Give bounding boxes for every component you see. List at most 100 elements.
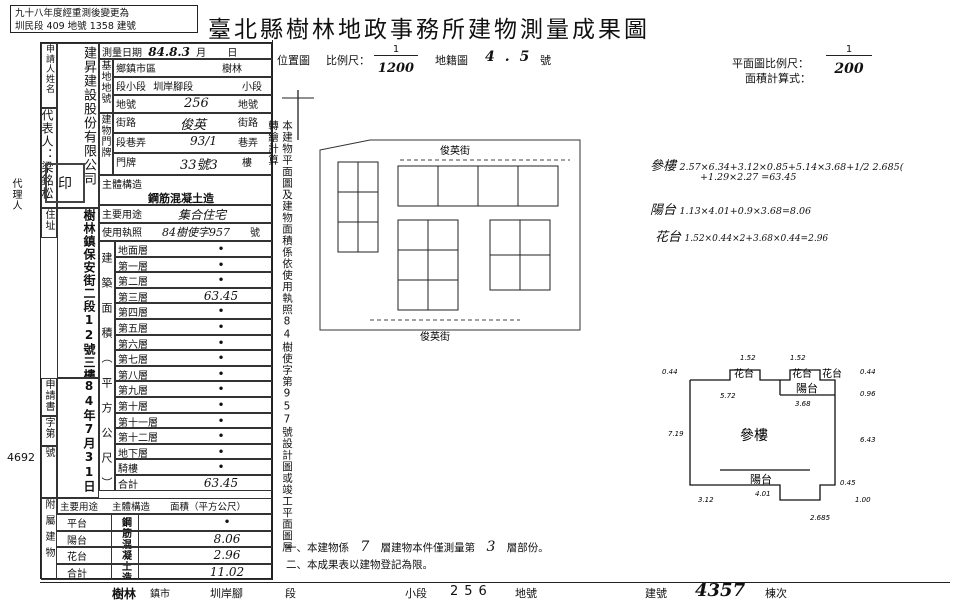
calc1-text: 2.57×6.34+3.12×0.85+5.14×3.68+1/2 2.685( [679,162,904,173]
note1a: 一、本建物係 [286,542,349,554]
calc3-label: 花台 [655,230,682,245]
annex-head-area: 面積（平方公尺） [170,502,247,513]
floor-label: 地下層 [118,448,148,460]
plan-main-label: 參樓 [740,428,768,444]
plan-scale-label: 平面圖比例尺： [732,57,809,70]
footer-section-unit: 段 [285,587,296,600]
applicant-value: 建昇建設股份有限公司 [57,43,99,208]
annex-area: 8.06 [213,531,241,546]
floor-label: 合計 [118,480,138,491]
street-unit: 街路 [238,118,258,129]
floor-label: 騎樓 [118,464,138,475]
address-value: 樹林鎮保安街二段12號三樓 [57,208,99,378]
note1d: 3 [486,539,496,555]
floor-row: 第六層 • [115,334,273,351]
floor-row: 合計 63.45 [115,475,273,491]
structure-row: 主體構造 鋼筋混凝土造 [99,175,273,205]
floor-row: 第十二層• [115,428,273,444]
stamp-line1: 九十八年度經重測後變更為 [15,8,130,19]
street-row: 街路 俊英 街路 [113,113,273,133]
floor-value: • [217,273,225,288]
street-value: 俊英 [180,118,207,133]
application-no-unit: 號 [41,446,57,498]
application-no-label: 字第 [41,416,57,446]
applicant-label: 申請人姓名 [41,43,57,108]
floor-value: • [217,413,225,428]
note-2: 二、本成果表以建物登記為限。 [286,559,433,571]
vertical-note: 本建物平面圖及建物面積係依使用執照84樹使字第957號設計圖或竣工平面圖層轉繪計… [267,120,293,553]
lot-label: 地號 [116,100,136,111]
floor-label: 第六層 [118,339,148,351]
dim-7: 7.19 [668,430,684,438]
revision-stamp: 九十八年度經重測後變更為 圳民段 409 地號 1358 建號 [10,5,198,33]
floor-row: 第四層• [115,303,273,319]
seal-stamp: 印 [45,163,85,203]
use-value: 集合住宅 [178,208,227,222]
section-unit: 小段 [242,82,262,93]
note-1: 一、本建物係 7 層建物本件僅測量第 3 層部份。 [286,539,549,555]
floor-label: 第五層 [118,324,148,335]
annex-use: 陽台 [67,535,87,547]
footer-lot: 256 [450,584,493,599]
number-value: 33號3 [180,158,218,173]
floor-label: 第二層 [118,277,148,288]
floor-value: • [217,351,225,366]
annex-use: 平台 [67,519,87,530]
floor-row: 第八層• [115,365,273,382]
base-label: 基地地號 [99,59,113,113]
calc-line-1b: +1.29×2.27 =63.45 [700,172,797,183]
street-top-label: 俊英街 [440,144,470,157]
location-map: 俊英街 俊英街 [282,90,581,343]
annex-struct: 鋼筋混凝土造 [119,517,131,580]
application-label: 申請書 [41,378,57,416]
license-unit: 號 [250,228,260,239]
dim-10: 3.12 [698,496,714,504]
annex-row: 陽台 8.06 [57,530,273,547]
plan-flower-1: 花台 [734,367,754,380]
survey-date-row: 測量日期 84.8.3 月 日 [99,43,273,59]
floor-row: 第二層 • [115,272,273,288]
floor-value: • [217,320,225,334]
annex-area: • [223,515,231,529]
floor-row: 第十一層• [115,412,273,429]
footer-town-unit: 鎮市 [150,589,170,600]
door-label: 建物門牌 [99,113,113,175]
floor-value: • [217,257,225,272]
township-value: 樹林 [222,64,242,75]
floor-value: • [217,382,225,397]
calc3-text: 1.52×0.44×2+3.68×0.44=2.96 [684,234,829,244]
plan-scale-num: 1 [826,44,872,56]
annex-header: 主要用途 主體構造 面積（平方公尺） [57,498,273,514]
note1e: 層部份。 [506,542,549,554]
annex-row: 平台 • [57,514,273,531]
dim-4: 0.96 [860,390,876,398]
floor-plan: 參樓 陽台 陽台 花台 花台 花台 1.52 1.52 0.44 0.44 0.… [662,354,876,522]
floor-value: • [217,242,225,256]
footer-subsection-unit: 小段 [405,587,427,600]
footer-bld-unit: 棟次 [765,587,787,600]
floor-label: 第十二層 [118,433,158,444]
dim-0: 1.52 [740,354,756,362]
number-unit: 樓 [242,158,252,169]
calc-line-3: 花台 1.52×0.44×2+3.68×0.44=2.96 [655,226,828,245]
application-no: 4692 [7,451,35,464]
license-label: 使用執照 [102,228,142,239]
floor-value: • [217,335,225,350]
floor-label: 第三層 [118,292,148,304]
number-row: 門牌 33號3 樓 [113,153,273,175]
annex-head-use: 主要用途 [60,502,99,513]
floor-value: • [217,366,225,381]
floor-label: 第十層 [118,402,148,413]
info-table: 申請人姓名 建昇建設股份有限公司 代表人：梁銘松 印 住址 樹林鎮保安街二段12… [7,42,273,580]
floor-value: 63.45 [203,476,239,490]
cadastral-value: 4.5 [485,49,540,65]
structure-label: 主體構造 [102,180,142,191]
street-bottom-label: 俊英街 [420,330,450,343]
plan-scale-den: 200 [834,61,864,77]
dim-6: 3.68 [795,400,811,408]
footer-lot-unit: 地號 [515,587,537,600]
plan-balcony-top: 陽台 [796,381,818,395]
dim-1: 1.52 [790,354,806,362]
